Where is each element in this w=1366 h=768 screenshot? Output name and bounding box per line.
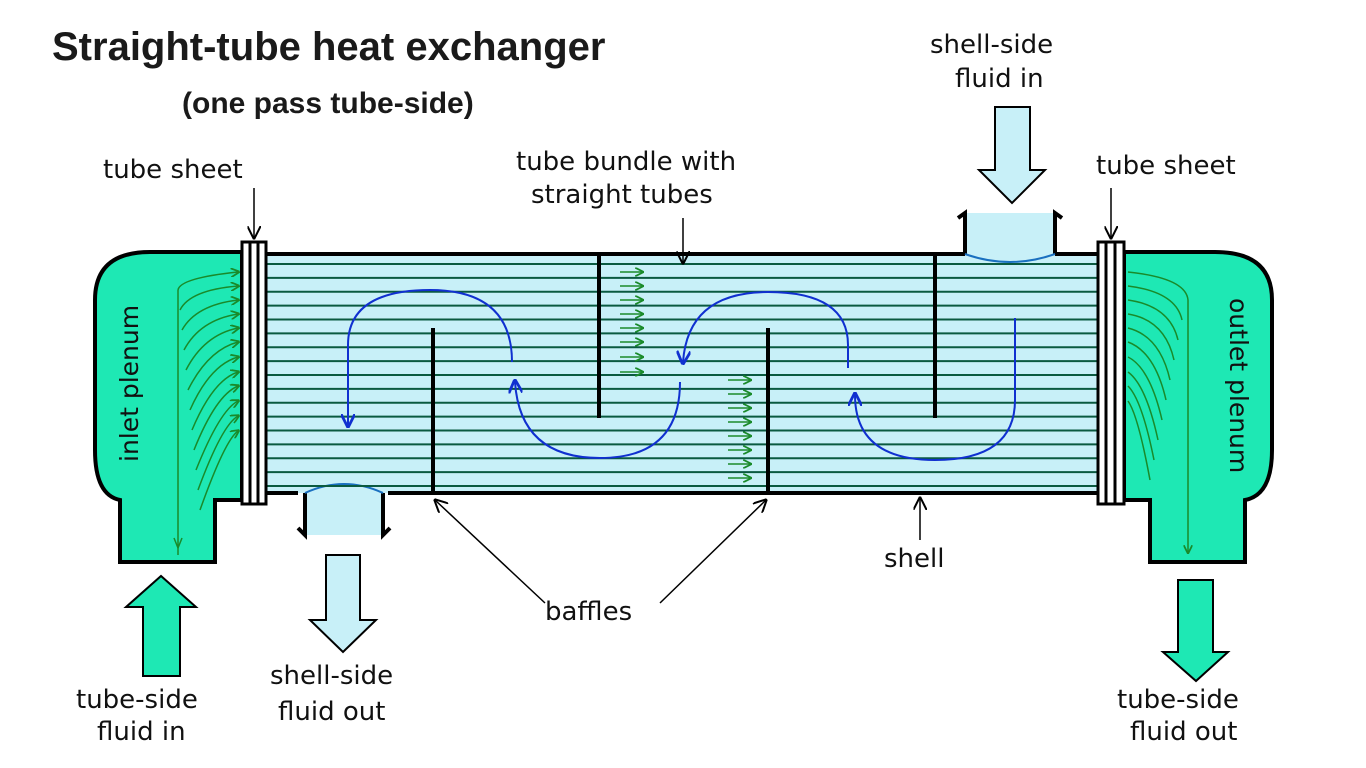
label-shell-out-1: shell-side <box>270 661 393 691</box>
label-shell: shell <box>884 544 944 574</box>
label-tube-sheet-right: tube sheet <box>1096 151 1236 181</box>
label-outlet-plenum: outlet plenum <box>1224 298 1253 473</box>
label-tube-bundle-1: tube bundle with <box>516 147 736 177</box>
label-tube-out-1: tube-side <box>1117 685 1239 715</box>
shell-body <box>266 254 1098 493</box>
label-baffles: baffles <box>545 597 632 627</box>
label-tube-bundle-2: straight tubes <box>531 180 713 210</box>
outlet-plenum-flow <box>1127 271 1188 552</box>
shell-flow-path <box>348 288 1016 462</box>
shell-outlet-nozzle <box>305 484 383 535</box>
label-shell-in-2: fluid in <box>955 64 1044 94</box>
label-tube-out-2: fluid out <box>1130 717 1237 747</box>
label-shell-out-2: fluid out <box>278 697 385 727</box>
shell-out-arrow <box>307 554 379 654</box>
diagram-title: Straight-tube heat exchanger <box>52 25 605 69</box>
label-tube-sheet-left: tube sheet <box>103 155 243 185</box>
tube-bundle <box>266 263 1098 487</box>
tube-flow-arrows <box>620 272 750 478</box>
tube-in-arrow <box>123 574 199 677</box>
inlet-plenum <box>93 250 244 564</box>
shell-in-arrow <box>976 106 1048 205</box>
inlet-plenum-flow <box>173 272 238 555</box>
tube-sheet-right-plate <box>1096 240 1126 506</box>
outlet-plenum <box>1122 250 1274 564</box>
shell-inlet-nozzle <box>965 213 1055 262</box>
tube-sheet-left-plate <box>240 240 268 506</box>
label-inlet-plenum: inlet plenum <box>115 305 144 462</box>
diagram-subtitle: (one pass tube-side) <box>182 87 474 120</box>
tube-out-arrow <box>1160 579 1231 683</box>
callout-arrows <box>254 188 1111 604</box>
label-tube-in-2: fluid in <box>97 717 186 747</box>
label-shell-in-1: shell-side <box>930 30 1053 60</box>
label-tube-in-1: tube-side <box>76 685 198 715</box>
